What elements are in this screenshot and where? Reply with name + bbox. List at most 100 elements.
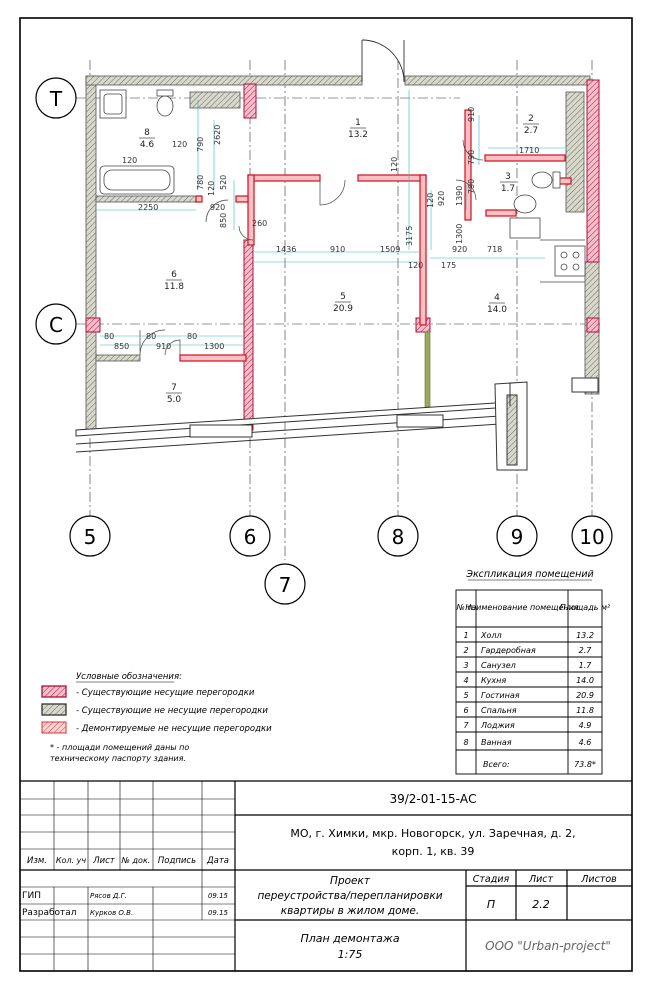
room-number: 7 [171,383,177,393]
dimension-label: 260 [252,219,267,228]
dimension-label: 120 [390,157,399,172]
dimension-label: 1300 [455,224,464,244]
existing-partition-olive [424,331,431,408]
dimension-label: 1509 [380,245,400,254]
room-number: 1 [355,118,361,128]
dimension-label: 790 [467,150,476,165]
room-area: 13.2 [348,130,368,140]
dimension-label: 910 [467,107,476,122]
room-marker-8: 8 4.6 [139,128,155,150]
table-cell: 7 [463,721,469,730]
room-marker-3: 3 1.7 [500,172,516,194]
staff-role: ГИП [22,891,41,901]
bearing-walls [85,79,600,431]
table-cell: 8 [463,738,468,747]
room-area: 5.0 [167,395,182,405]
staff-name: Рясов Д.Г. [90,892,127,900]
project-title: переустройства/перепланировки [257,890,442,902]
dimension-label: 920 [210,203,225,212]
dimension-label: 80 [104,332,114,341]
staff-date: 09.15 [208,909,229,917]
grid-axis-label: С [49,313,63,337]
table-cell: Санузел [481,661,516,670]
room-area: 14.0 [487,305,507,315]
dimension-label: 1436 [276,245,296,254]
table-cell: Спальня [481,706,517,715]
grid-axis-marker-6: 6 [229,515,271,557]
grid-axis-label: 9 [511,525,524,549]
room-marker-2: 2 2.7 [523,114,539,136]
table-cell: 4 [463,676,468,685]
room-number: 8 [144,128,150,138]
room-marker-4: 4 14.0 [487,293,507,315]
room-area: 1.7 [501,184,515,194]
drawing-scale: 1:75 [338,948,363,961]
staff-role: Разработал [22,908,77,918]
grid-axis-marker-9: 9 [496,515,538,557]
dimension-label: 80 [146,332,156,341]
table-cell: Гардеробная [481,646,536,655]
legend: Условные обозначения: - Существующие нес… [41,672,272,763]
demolished-partitions [179,109,572,362]
dimension-label: 3175 [405,226,414,246]
table-cell: 13.2 [576,631,594,640]
bathroom-fixtures [99,89,586,283]
non-bearing-walls [85,75,600,435]
dimension-label: 718 [487,245,502,254]
dimension-label: 780 [196,175,205,190]
room-markers: 1 13.2 2 2.7 3 1.7 4 14.0 5 20.9 6 11.8 [139,114,539,405]
dimension-label: 175 [441,261,456,270]
staff-name: Курков О.В. [90,909,133,917]
dimension-label: 1300 [204,342,224,351]
table-cell: 11.8 [576,706,594,715]
table-cell: 4.9 [579,721,592,730]
grid-axis-label: 7 [279,573,292,597]
legend-swatch-nonbearing [41,703,67,716]
explication-header-name: Наименование помещения [465,603,579,612]
grid-axis-marker-7: 7 [264,563,306,605]
grid-axis-marker-T: Т [35,77,77,119]
legend-item: - Демонтируемые не несущие перегородки [76,724,272,734]
explication-title: Экспликация помещений [465,569,593,580]
legend-title: Условные обозначения: [76,672,182,682]
dimension-label: 910 [156,342,171,351]
dimension-label: 2250 [138,203,158,212]
legend-note: * - площади помещений даны по [50,743,189,752]
explication-header-area: Площадь м² [560,603,611,612]
sheets-header: Листов [580,874,617,885]
dimension-lines [96,90,565,346]
sheet-header: Лист [528,874,554,885]
table-cell: 2 [463,646,468,655]
dimension-label: 920 [437,191,446,206]
title-block: Изм. Кол. уч Лист № док. Подпись Дата ГИ… [20,780,632,971]
dimension-label: 80 [187,332,197,341]
dimension-label: 120 [408,261,423,270]
room-number: 2 [528,114,534,124]
address-line: МО, г. Химки, мкр. Новогорск, ул. Заречн… [290,827,575,840]
title-col-header: Дата [206,856,229,866]
title-col-header: Кол. уч [56,856,87,865]
table-cell: Лоджия [480,721,515,730]
dimension-label: 1710 [519,146,539,155]
table-cell: 14.0 [576,676,594,685]
dimension-label: 120 [172,140,187,149]
explication-table: Экспликация помещений № п. Наименование … [455,569,611,775]
table-cell: 4.6 [579,738,592,747]
stage-header: Стадия [473,874,510,885]
sheet-value: 2.2 [532,898,550,911]
room-number: 5 [340,292,346,302]
dimension-label: 120 [122,156,137,165]
dimension-label: 2620 [213,125,222,145]
grid-axis-marker-5: 5 [69,515,111,557]
dimension-label: 910 [330,245,345,254]
title-col-header: № док. [121,856,151,865]
dimension-label: 790 [196,137,205,152]
grid-axis-label: 10 [579,525,604,549]
table-cell: Гостиная [481,691,520,700]
dimension-label: 520 [219,175,228,190]
room-area: 20.9 [333,304,353,314]
legend-item: - Существующие несущие перегородки [76,688,255,698]
table-cell: Ванная [481,738,512,747]
entrance-door [361,39,405,83]
